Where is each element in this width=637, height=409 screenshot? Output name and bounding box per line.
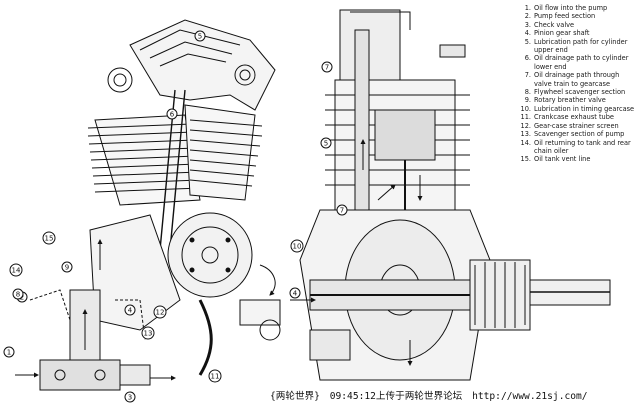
watermark-caption: {两轮世界} 09:45:12上传于两轮世界论坛 http://www.21sj… <box>270 389 637 405</box>
legend-text: Pinion gear shaft <box>534 29 590 38</box>
svg-text:3: 3 <box>128 394 132 402</box>
front-cylinder-fins <box>87 114 202 206</box>
legend-item: 2.Pump feed section <box>519 12 635 20</box>
callout-3: 3 <box>124 391 136 403</box>
legend-item: 8.Flywheel scavenger section <box>519 88 635 96</box>
legend-text: Lubrication path for cylinder <box>534 37 628 46</box>
legend-item: 1.Oil flow into the pump <box>519 4 635 12</box>
legend-text: Oil returning to tank and rear <box>534 138 631 147</box>
svg-text:12: 12 <box>156 309 165 317</box>
callout-12: 12 <box>153 305 167 319</box>
legend-number: 1. <box>524 4 531 12</box>
callout-7b: 7 <box>336 204 348 216</box>
legend-text-continuation: valve train to gearcase <box>534 79 610 88</box>
legend-number: 2. <box>524 12 531 21</box>
legend-item: 10.Lubrication in timing gearcase <box>519 105 635 113</box>
legend-text: Rotary breather valve <box>534 96 606 105</box>
legend-number: 13. <box>520 130 532 139</box>
callout-1: 1 <box>3 346 15 358</box>
callout-14: 14 <box>9 263 23 277</box>
callout-15: 15 <box>42 231 56 245</box>
legend-number: 15. <box>520 155 532 164</box>
watermark-time: 09:45:12上传于两轮世界论坛 <box>329 391 463 402</box>
legend-text: Oil drainage path through <box>534 71 620 80</box>
legend-text: Lubrication in timing gearcase <box>534 104 635 113</box>
svg-text:7: 7 <box>340 207 344 215</box>
callout-9: 9 <box>61 261 73 273</box>
legend-text: Flywheel scavenger section <box>534 88 626 97</box>
legend-item: 4.Pinion gear shaft <box>519 29 635 37</box>
svg-text:11: 11 <box>211 373 220 381</box>
legend-text: Oil flow into the pump <box>534 4 608 12</box>
legend-item: 15.Oil tank vent line <box>519 155 635 163</box>
svg-text:9: 9 <box>65 264 69 272</box>
timing-gear-stack <box>469 259 611 331</box>
legend-number: 14. <box>520 138 532 147</box>
callout-5: 5 <box>194 30 206 42</box>
legend-text: Pump feed section <box>534 12 596 21</box>
svg-text:5: 5 <box>198 33 202 41</box>
legend-item: 14.Oil returning to tank and rear <box>519 139 635 147</box>
callout-11: 11 <box>208 369 222 383</box>
legend-number: 11. <box>520 113 532 122</box>
callout-5b: 5 <box>320 137 332 149</box>
svg-text:15: 15 <box>45 235 54 243</box>
callout-8: 8 <box>12 288 24 300</box>
engine-cross-section <box>290 9 611 381</box>
legend-text: Gear-case strainer screen <box>534 121 619 130</box>
legend-item: 9.Rotary breather valve <box>519 96 635 104</box>
legend-number: 3. <box>524 20 531 29</box>
svg-text:8: 8 <box>16 291 20 299</box>
callout-10: 10 <box>290 239 304 253</box>
legend-number: 5. <box>524 37 531 46</box>
callout-6: 6 <box>166 108 178 120</box>
legend-item: 11.Crankcase exhaust tube <box>519 113 635 121</box>
legend-text: Check valve <box>534 20 575 29</box>
legend-text-continuation: chain oiler <box>534 146 569 155</box>
callout-13: 13 <box>141 326 155 340</box>
legend-text: Oil drainage path to cylinder <box>534 54 629 63</box>
svg-text:7: 7 <box>325 64 329 72</box>
rear-cylinder-head <box>107 19 276 111</box>
svg-text:5: 5 <box>324 140 328 148</box>
watermark-url: http://www.21sj.com/ <box>472 391 588 402</box>
legend-item: 7.Oil drainage path through <box>519 71 635 79</box>
v-twin-side-view <box>15 19 281 391</box>
legend-item: 6.Oil drainage path to cylinder <box>519 54 635 62</box>
legend-number: 10. <box>520 104 532 113</box>
legend-text-continuation: lower end <box>534 62 567 71</box>
legend-item: 13.Scavenger section of pump <box>519 130 635 138</box>
svg-text:14: 14 <box>12 267 21 275</box>
svg-text:10: 10 <box>293 243 302 251</box>
legend-text: Scavenger section of pump <box>534 130 625 139</box>
svg-text:6: 6 <box>170 111 175 119</box>
legend-number: 12. <box>520 121 532 130</box>
rear-cylinder-fins <box>184 104 263 201</box>
callout-4: 4 <box>124 304 136 316</box>
legend-text: Crankcase exhaust tube <box>534 113 614 122</box>
watermark-source: {两轮世界} <box>270 391 320 402</box>
svg-text:13: 13 <box>144 330 153 338</box>
callout-7: 7 <box>321 61 333 73</box>
legend-text-continuation: upper end <box>534 46 568 55</box>
callout-markers: 1 2 3 4 4 5 5 6 <box>3 30 348 403</box>
svg-text:4: 4 <box>293 290 298 298</box>
legend-number: 6. <box>524 54 531 63</box>
svg-text:1: 1 <box>7 349 11 357</box>
legend-text: Oil tank vent line <box>534 155 591 164</box>
legend-item: 3.Check valve <box>519 21 635 29</box>
timing-cover <box>167 212 253 298</box>
legend-number: 7. <box>524 71 531 80</box>
legend-number: 9. <box>524 96 531 105</box>
legend-item: 12.Gear-case strainer screen <box>519 122 635 130</box>
callout-4b: 4 <box>289 287 301 299</box>
legend-number: 8. <box>524 88 531 97</box>
legend-item: 5.Lubrication path for cylinder <box>519 38 635 46</box>
svg-text:4: 4 <box>128 307 133 315</box>
legend-number: 4. <box>524 29 531 38</box>
